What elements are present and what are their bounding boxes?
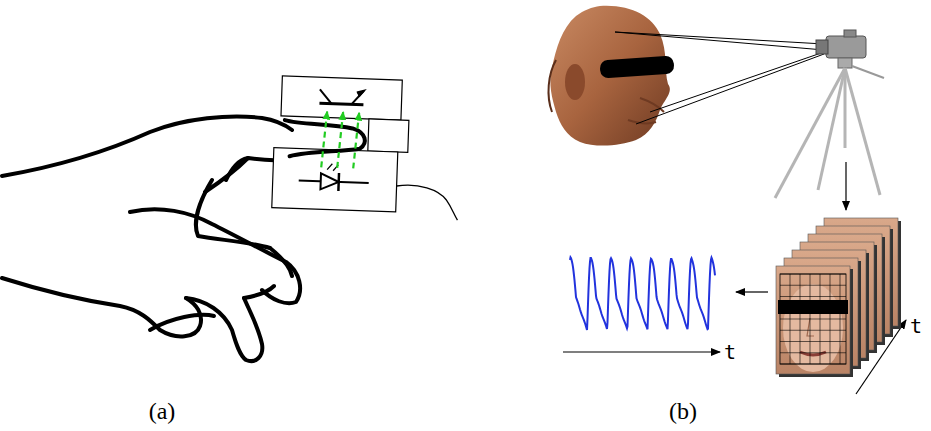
- axis-label: t: [910, 316, 922, 336]
- panel-label: (b): [669, 399, 697, 423]
- camera-tripod: [775, 30, 884, 198]
- flow-arrow: [736, 291, 768, 292]
- video-frame: [776, 266, 853, 377]
- video-frames: [776, 218, 901, 377]
- ppg-waveform: [570, 258, 715, 330]
- light-rays: [321, 111, 359, 168]
- oximeter-clip: [272, 76, 463, 220]
- hand-drawing: [2, 117, 300, 362]
- cable: [395, 185, 458, 220]
- axis-label: t: [724, 342, 736, 362]
- view-lines: [615, 32, 824, 124]
- face-3d: [549, 6, 675, 146]
- flow-arrow: [845, 162, 846, 210]
- led-symbol: [298, 163, 369, 192]
- panel-label: (a): [149, 399, 176, 423]
- time-axis: [563, 351, 720, 352]
- phototransistor-symbol: [319, 89, 363, 105]
